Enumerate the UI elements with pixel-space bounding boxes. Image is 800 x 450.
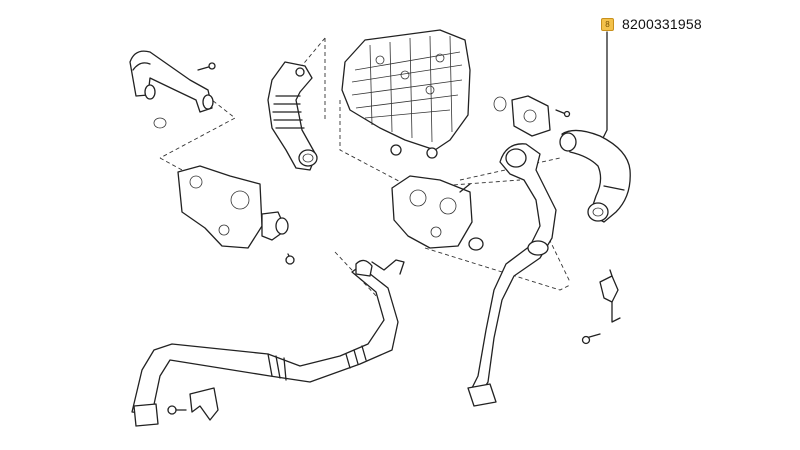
part-number-label[interactable]: 8200331958 <box>622 16 702 32</box>
sensor-parts <box>493 95 571 137</box>
pipe-bracket <box>167 387 219 421</box>
turbo-outlet-hose[interactable] <box>559 129 631 223</box>
valve-body-center <box>391 175 484 251</box>
upper-left-pipe <box>129 50 216 129</box>
lower-left-pipe <box>131 259 405 427</box>
manifold-block <box>341 29 471 159</box>
small-sensor-right <box>581 269 621 345</box>
valve-body-left <box>177 165 295 265</box>
part-callout[interactable]: 8 8200331958 <box>601 16 702 32</box>
corrugated-hose <box>267 61 318 171</box>
lower-right-pipe <box>467 143 557 407</box>
callout-leader-line <box>602 31 608 139</box>
callout-badge[interactable]: 8 <box>601 17 614 31</box>
